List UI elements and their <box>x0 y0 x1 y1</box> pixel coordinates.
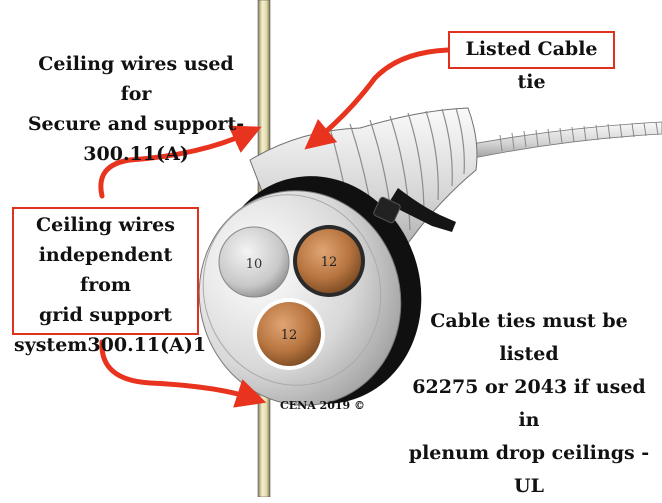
conductor-label: 12 <box>281 328 298 343</box>
ceiling-wires-secure-label: Ceiling wires used for Secure and suppor… <box>27 53 245 165</box>
conductor-label: 12 <box>321 255 338 270</box>
annotation-arrows <box>98 47 451 408</box>
conductor-copper: 12 <box>253 298 325 370</box>
flexible-cable-tail <box>439 121 662 165</box>
cable-ties-listed-label: Cable ties must be listed 62275 or 2043 … <box>408 310 650 497</box>
ceiling-wires-independent-box: Ceiling wires independent from grid supp… <box>12 207 206 356</box>
conductor-copper: 12 <box>293 225 365 297</box>
listed-cable-tie-box: Listed Cable tie <box>448 31 615 93</box>
conductor-aluminum: 10 <box>218 226 290 298</box>
copyright-label: CENA 2019 © <box>280 399 366 412</box>
listed-cable-tie-label: Listed Cable tie <box>465 38 598 93</box>
arrow-to-cable-tie <box>304 47 451 150</box>
conductor-label: 10 <box>246 257 263 272</box>
ceiling-wires-independent-label: Ceiling wires independent from grid supp… <box>14 214 207 356</box>
arrow-to-ceiling-wire-top <box>98 125 262 199</box>
arrow-to-ceiling-wire-bottom <box>99 339 267 408</box>
